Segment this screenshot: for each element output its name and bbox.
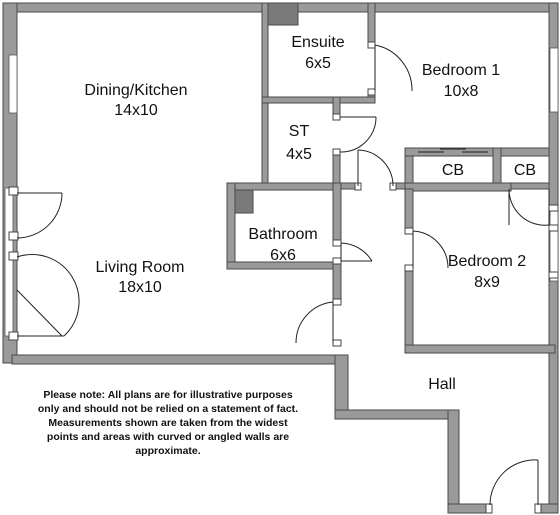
disclaimer-line: points and areas with curved or angled w… — [46, 431, 290, 443]
windows — [4, 47, 559, 337]
door-cupboard — [508, 188, 550, 226]
wall-bath-left — [226, 182, 236, 270]
room-name-cb-2: CB — [514, 162, 536, 179]
door-jambs — [8, 41, 559, 514]
room-size-bedroom2: 8x9 — [474, 274, 500, 291]
wall-top-right — [297, 2, 559, 13]
room-name-cb-1: CB — [442, 162, 464, 179]
jamb — [367, 88, 376, 96]
door-living-french-lower — [16, 254, 80, 337]
jamb — [548, 271, 559, 279]
jamb — [548, 224, 559, 232]
jamb — [8, 231, 19, 241]
door-entrance — [489, 459, 539, 506]
room-size-dining-kitchen: 14x10 — [114, 102, 158, 119]
wall-ensuite-bottom — [261, 96, 376, 104]
jamb — [485, 503, 493, 514]
room-name-ensuite: Ensuite — [291, 34, 344, 51]
jamb — [404, 264, 414, 272]
room-name-dining-kitchen: Dining/Kitchen — [84, 82, 187, 99]
wall-bath-right-b — [332, 261, 342, 303]
room-size-ensuite: 6x5 — [305, 55, 331, 72]
jamb — [332, 148, 341, 156]
disclaimer-line: only and should not be relied on a state… — [37, 403, 299, 415]
jamb — [332, 339, 342, 347]
jamb — [548, 204, 559, 212]
wall-bottom-left — [11, 354, 349, 365]
window-right-bedroom2 — [549, 204, 559, 282]
room-name-bathroom: Bathroom — [248, 226, 317, 243]
door-st — [339, 116, 377, 153]
wall-ensuite-left — [261, 2, 269, 186]
jamb — [367, 41, 376, 49]
room-labels: Dining/Kitchen 14x10 Living Room 18x10 E… — [84, 34, 536, 393]
jamb — [534, 503, 542, 514]
window-right-bedroom1 — [549, 47, 559, 113]
jamb — [332, 239, 342, 247]
room-size-bedroom1: 10x8 — [444, 83, 479, 100]
room-size-bathroom: 6x6 — [270, 247, 296, 264]
disclaimer-line: Please note: All plans are for illustrat… — [43, 389, 293, 401]
wall-ensuite-right-a — [367, 2, 376, 48]
window-left-upper — [8, 54, 18, 114]
wall-bed2-left-b — [404, 267, 414, 354]
window-left-glazed-door — [4, 187, 14, 337]
door-bedroom2 — [412, 230, 449, 269]
jamb — [8, 331, 19, 341]
wall-bed2-left-a — [404, 188, 414, 230]
jamb — [332, 113, 341, 121]
jamb — [8, 186, 19, 196]
jamb — [404, 227, 414, 235]
wall-bath-top — [226, 182, 338, 191]
room-name-bedroom2: Bedroom 2 — [448, 253, 526, 270]
wall-step-horizontal — [334, 409, 460, 420]
room-size-living-room: 18x10 — [118, 279, 162, 296]
wall-bed2-bottom — [404, 344, 556, 354]
door-kitchen-french-upper — [16, 192, 63, 239]
jamb — [332, 257, 342, 265]
wall-bath-right-a — [332, 182, 342, 244]
room-name-st: ST — [289, 123, 310, 140]
interior-walls — [226, 2, 556, 354]
door-bathroom — [340, 242, 373, 262]
room-size-st: 4x5 — [286, 146, 312, 163]
wall-hall-bottom-left — [447, 503, 491, 514]
door-ensuite — [374, 44, 413, 92]
disclaimer: Please note: All plans are for illustrat… — [18, 388, 318, 458]
wall-top-left — [2, 2, 265, 13]
disclaimer-line: Measurements shown are taken from the wi… — [48, 417, 288, 429]
door-hall-internal — [295, 301, 334, 344]
wall-bed2-top — [404, 182, 512, 192]
jamb — [8, 251, 19, 261]
jamb — [332, 298, 342, 306]
room-name-living-room: Living Room — [96, 259, 185, 276]
disclaimer-line: approximate. — [135, 445, 201, 457]
room-name-hall: Hall — [428, 376, 456, 393]
room-name-bedroom1: Bedroom 1 — [422, 62, 500, 79]
door-bedroom1 — [357, 149, 394, 187]
wall-step-vertical — [334, 354, 349, 420]
doors — [16, 44, 550, 506]
cupboard-sliding-doors — [418, 148, 488, 153]
wall-hall-left — [447, 409, 460, 514]
